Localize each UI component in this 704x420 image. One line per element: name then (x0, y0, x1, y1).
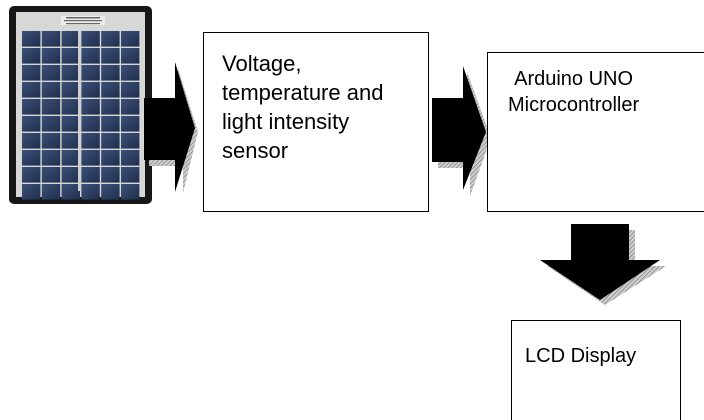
solar-cell (41, 167, 61, 183)
solar-cell (81, 116, 100, 132)
solar-cell (61, 99, 80, 115)
solar-cell (61, 133, 80, 149)
solar-cell (121, 99, 140, 115)
solar-cell (22, 184, 41, 200)
solar-cell (41, 116, 61, 132)
solar-cell (101, 31, 120, 47)
solar-cell (41, 150, 61, 166)
arrow-sensor-to-mcu (432, 66, 491, 196)
solar-cell (121, 31, 140, 47)
solar-cell (61, 65, 80, 81)
solar-cell (41, 184, 61, 200)
solar-cell (22, 99, 41, 115)
sensor-label: Voltage, temperature and light intensity… (222, 51, 384, 163)
solar-cell (61, 167, 80, 183)
solar-cell (121, 82, 140, 98)
diagram-canvas (9, 6, 666, 305)
solar-cell (22, 82, 41, 98)
solar-panel-image (9, 6, 152, 204)
solar-cell (121, 48, 140, 64)
solar-cell (101, 184, 120, 200)
solar-cell (22, 150, 41, 166)
arrow-mcu-to-lcd (540, 224, 666, 305)
solar-cell (101, 133, 120, 149)
sensor-block: Voltage, temperature and light intensity… (203, 32, 429, 212)
solar-cell (41, 133, 61, 149)
microcontroller-label: Arduino UNO Microcontroller (508, 68, 640, 116)
microcontroller-block: Arduino UNO Microcontroller (487, 52, 704, 212)
solar-cell (101, 167, 120, 183)
solar-cell (81, 150, 100, 166)
lcd-display-label: LCD Display (525, 345, 637, 367)
solar-cell (121, 65, 140, 81)
solar-cell (81, 184, 100, 200)
solar-cell (101, 99, 120, 115)
solar-cell (41, 99, 61, 115)
solar-cell (22, 65, 41, 81)
solar-cell (101, 150, 120, 166)
arrow-panel-to-sensor (144, 62, 198, 193)
solar-cell (101, 82, 120, 98)
solar-cell (61, 184, 80, 200)
solar-cell (41, 65, 61, 81)
solar-cell (22, 116, 41, 132)
solar-cell (81, 31, 100, 47)
solar-cell (22, 31, 41, 47)
solar-cell (41, 48, 61, 64)
solar-cell (121, 116, 140, 132)
solar-cell (22, 133, 41, 149)
solar-cell (121, 133, 140, 149)
solar-cell (41, 82, 61, 98)
solar-cell (121, 184, 140, 200)
solar-cell (81, 99, 100, 115)
solar-cell (61, 82, 80, 98)
solar-cell (61, 31, 80, 47)
solar-cell (81, 65, 100, 81)
solar-cell (81, 82, 100, 98)
solar-cell (61, 48, 80, 64)
solar-cell (121, 167, 140, 183)
lcd-display-block: LCD Display (511, 320, 681, 420)
solar-cell (121, 150, 140, 166)
solar-cell (41, 31, 61, 47)
solar-cell (101, 48, 120, 64)
solar-cell (22, 48, 41, 64)
solar-cell (61, 116, 80, 132)
solar-cell (101, 116, 120, 132)
solar-cell (22, 167, 41, 183)
solar-cell (61, 150, 80, 166)
solar-cell (81, 133, 100, 149)
solar-cell (101, 65, 120, 81)
solar-cell (81, 48, 100, 64)
solar-cell (81, 167, 100, 183)
